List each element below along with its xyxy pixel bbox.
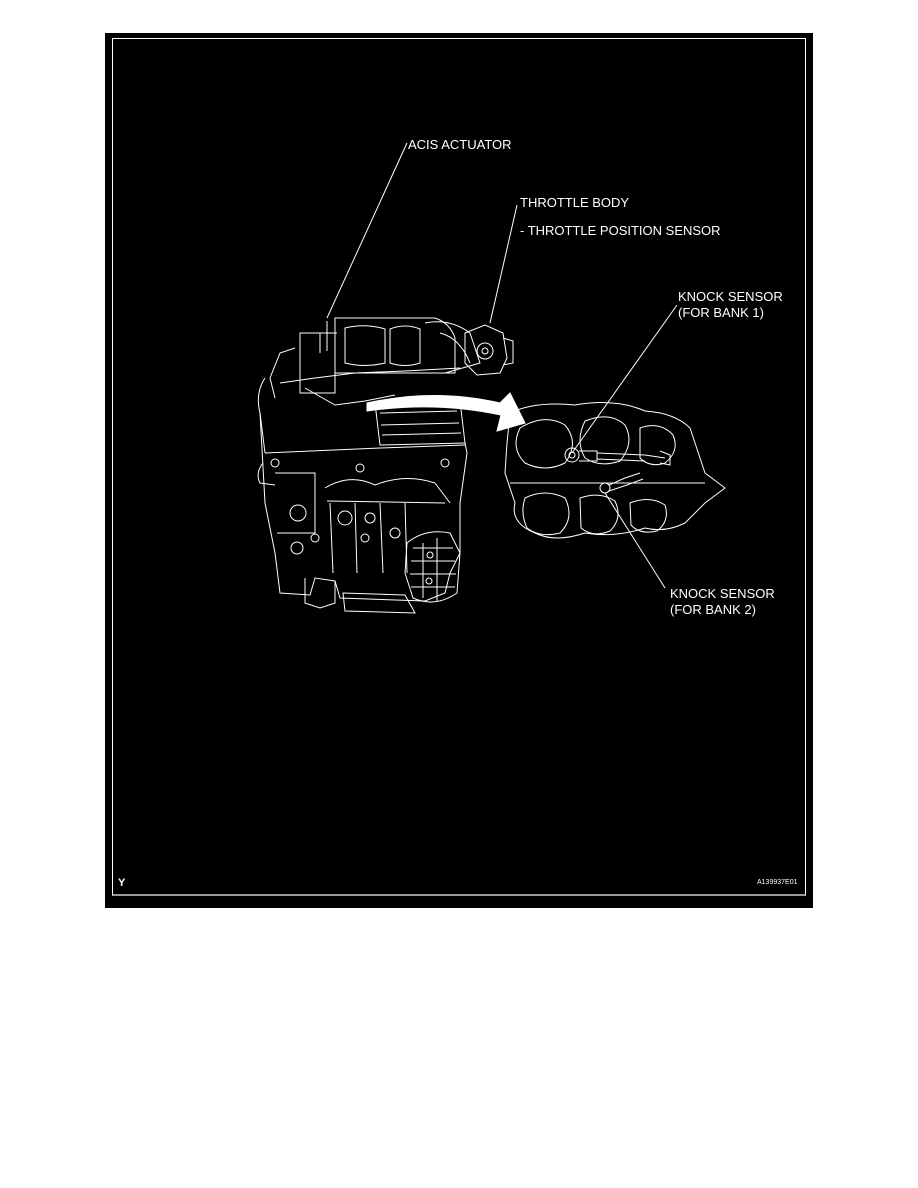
label-throttle-body: THROTTLE BODY (520, 195, 630, 210)
cylinder-head-detail (504, 402, 726, 539)
label-acis-actuator: ACIS ACTUATOR (408, 137, 512, 152)
label-throttle-position-sensor: - THROTTLE POSITION SENSOR (520, 223, 721, 238)
label-knock-sensor-bank1-sub: (FOR BANK 1) (678, 305, 764, 320)
figure-code: A139937E01 (757, 879, 798, 886)
engine-block (257, 317, 526, 614)
leader-lines (326, 142, 678, 589)
label-knock-sensor-bank2: KNOCK SENSOR (670, 586, 775, 601)
label-knock-sensor-bank1: KNOCK SENSOR (678, 289, 783, 304)
diagram-frame: ACIS ACTUATOR THROTTLE BODY - THROTTLE P… (105, 33, 813, 908)
engine-illustration (257, 142, 726, 614)
label-knock-sensor-bank2-sub: (FOR BANK 2) (670, 602, 756, 617)
diagram-inner-border (112, 38, 806, 896)
corner-mark: Y (118, 877, 126, 889)
